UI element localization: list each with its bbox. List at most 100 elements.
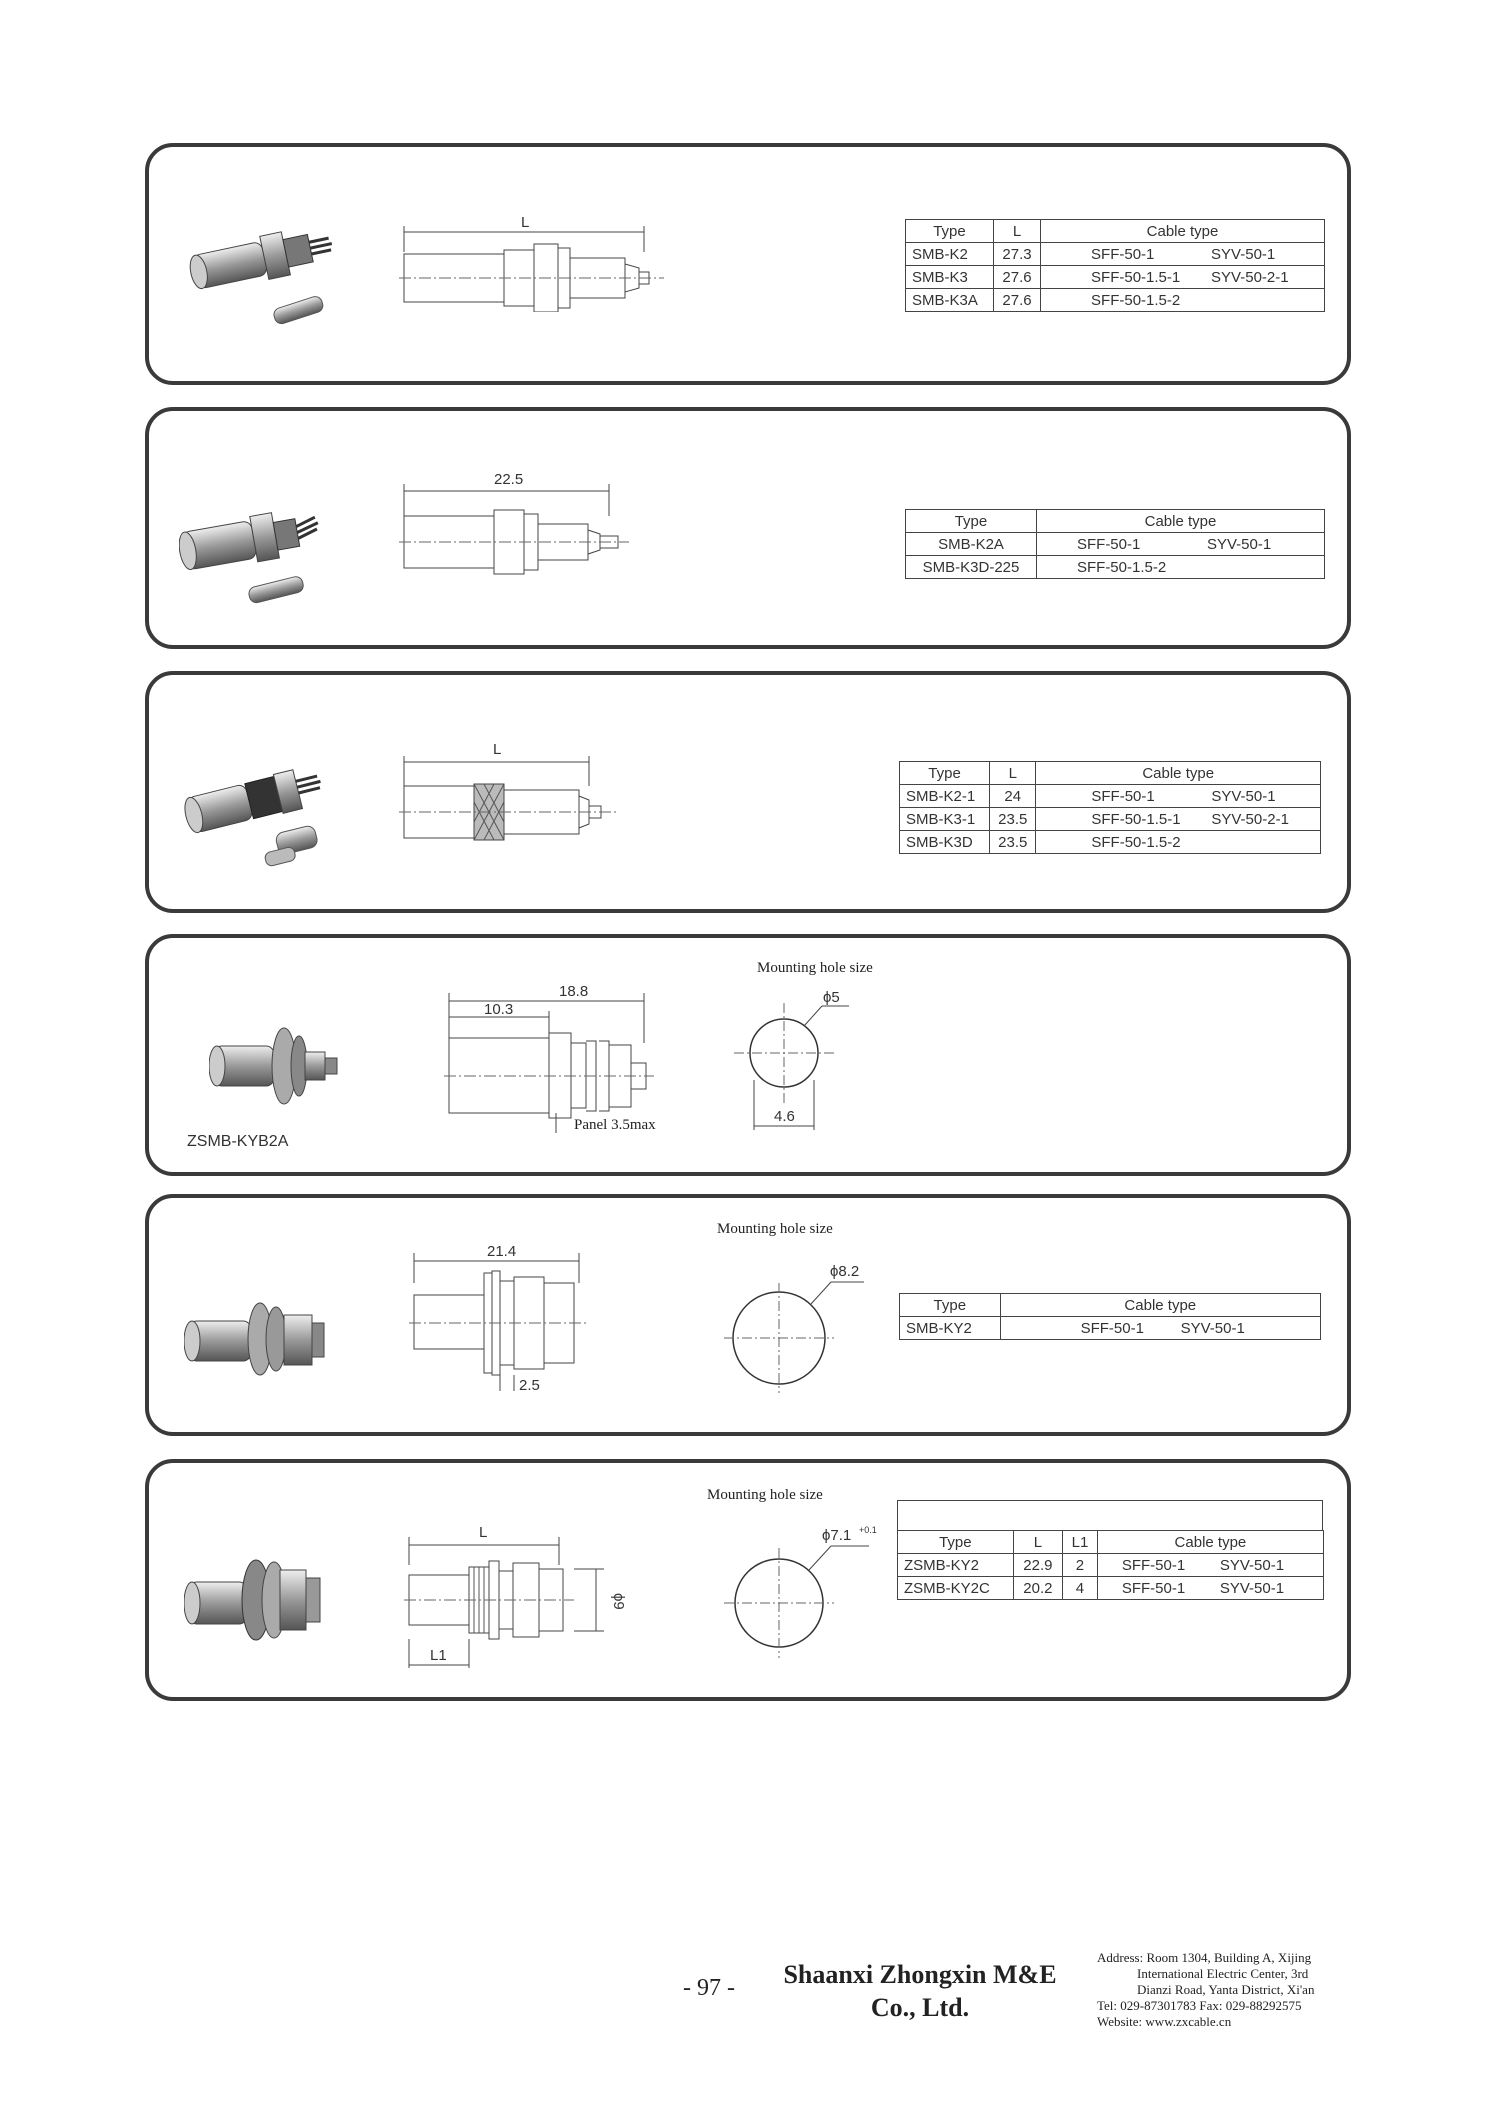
contact-block: Address: Room 1304, Building A, Xijing I…: [1097, 1950, 1314, 2030]
cell-type: ZSMB-KY2: [897, 1553, 1014, 1577]
phone-fax: Tel: 029-87301783 Fax: 029-88292575: [1097, 1998, 1302, 2013]
mounting-hole-drawing: ϕ8.2: [719, 1258, 869, 1408]
cable-a: SFF-50-1: [1121, 1556, 1186, 1574]
cable-a: SFF-50-1: [1080, 1319, 1144, 1337]
cell-type: SMB-K3-1: [898, 807, 991, 831]
dimension-small: 2.5: [519, 1377, 540, 1393]
cable-b: SYV-50-1: [1180, 1319, 1245, 1337]
header-type: Type: [897, 1530, 1014, 1554]
website: Website: www.zxcable.cn: [1097, 2014, 1232, 2029]
connector-drawing: L: [399, 212, 689, 312]
header-cable: Cable type: [999, 1293, 1322, 1317]
cell-cable: SFF-50-1.5-2: [1040, 288, 1325, 312]
cell-l: 20.2: [1012, 1576, 1064, 1600]
spec-table: Type Cable type SMB-K2A SFF-50-1 SYV-50-1…: [905, 509, 1326, 579]
cable-b: SYV-50-1: [1206, 535, 1272, 553]
page-number: - 97 -: [683, 1975, 735, 2001]
table-row: SMB-K3-1 23.5 SFF-50-1.5-1 SYV-50-2-1: [898, 807, 1321, 831]
header-l: L: [989, 761, 1037, 785]
cell-l: 24: [989, 784, 1037, 808]
cell-l: 23.5: [989, 830, 1037, 854]
connector-photo: [184, 1548, 334, 1658]
company-line-2: Co., Ltd.: [870, 1993, 970, 2022]
hole-diameter: ϕ8.2: [830, 1263, 859, 1280]
connector-photo: [189, 217, 339, 327]
company-line-1: Shaanxi Zhongxin M&E: [783, 1960, 1057, 1989]
cell-cable: SFF-50-1.5-2: [1035, 555, 1326, 579]
product-panel-3: L Type L Cable type SMB-K2-1 24 SFF-50-1…: [145, 671, 1351, 913]
cable-a: SFF-50-1: [1091, 787, 1155, 805]
cell-type: SMB-K2: [905, 242, 994, 266]
table-row: SMB-K3D 23.5 SFF-50-1.5-2: [898, 830, 1321, 854]
connector-drawing: 21.4 2.5: [409, 1243, 639, 1393]
cell-l: 27.6: [992, 265, 1042, 289]
dimension-height: ϕ9: [610, 1593, 627, 1610]
dimension-label: 22.5: [494, 471, 523, 488]
connector-photo: [209, 1018, 349, 1118]
connector-drawing: 22.5: [399, 466, 689, 576]
header-cable: Cable type: [1035, 761, 1321, 785]
header-cable: Cable type: [1040, 219, 1325, 243]
product-panel-4: Mounting hole size ZSMB-KYB2A 18.8 10.3: [145, 934, 1351, 1176]
connector-photo: [184, 1293, 334, 1393]
cell-type: SMB-K2A: [905, 532, 1037, 556]
connector-photo: [184, 760, 344, 870]
connector-photo: [179, 501, 329, 611]
cable-a: SFF-50-1: [1076, 535, 1141, 553]
cell-type: SMB-K3D-225: [905, 555, 1037, 579]
mounting-hole-label: Mounting hole size: [717, 1221, 833, 1237]
cable-a: SFF-50-1.5-1: [1091, 810, 1181, 828]
cell-l: 27.3: [992, 242, 1042, 266]
address-line-2: International Electric Center, 3rd: [1137, 1966, 1309, 1981]
header-type: Type: [899, 1293, 1001, 1317]
connector-drawing: L ϕ9 L1: [404, 1523, 634, 1673]
header-cable: Cable type: [1035, 509, 1326, 533]
header-l: L: [992, 219, 1042, 243]
header-l: L: [1012, 1530, 1064, 1554]
panel-thickness-note: Panel 3.5max: [574, 1117, 656, 1133]
table-row: SMB-K3D-225 SFF-50-1.5-2: [905, 555, 1326, 579]
dimension-total: 18.8: [559, 983, 588, 1000]
mounting-hole-drawing: ϕ5 4.6: [724, 988, 874, 1148]
hole-tolerance: +0.1: [859, 1525, 877, 1535]
cell-cable: SFF-50-1 SYV-50-1: [1096, 1576, 1325, 1600]
cable-a: SFF-50-1.5-2: [1091, 291, 1181, 309]
product-panel-5: Mounting hole size 21.4 2.5: [145, 1194, 1351, 1436]
cell-cable: SFF-50-1 SYV-50-1: [1035, 532, 1326, 556]
address-line-3: Dianzi Road, Yanta District, Xi'an: [1137, 1982, 1315, 1997]
cell-l1: 2: [1062, 1553, 1098, 1577]
hole-diameter: ϕ5: [823, 989, 840, 1006]
cell-cable: SFF-50-1.5-1 SYV-50-2-1: [1035, 807, 1321, 831]
header-type: Type: [898, 761, 991, 785]
header-type: Type: [905, 219, 994, 243]
cell-type: SMB-K3: [905, 265, 994, 289]
cable-a: SFF-50-1: [1121, 1579, 1186, 1597]
dimension-body: 10.3: [484, 1001, 513, 1018]
product-panel-1: L Type L Cable type SMB-K2 27.3 SFF-50-1…: [145, 143, 1351, 385]
cell-l: 27.6: [992, 288, 1042, 312]
table-row: SMB-K2A SFF-50-1 SYV-50-1: [905, 532, 1326, 556]
cell-l: 22.9: [1012, 1553, 1064, 1577]
spec-table: Type L L1 Cable type ZSMB-KY2 22.9 2 SFF…: [897, 1530, 1325, 1600]
cable-b: SYV-50-2-1: [1211, 810, 1289, 828]
cable-b: SYV-50-1: [1219, 1579, 1285, 1597]
connector-drawing: 18.8 10.3: [444, 983, 674, 1133]
header-type: Type: [905, 509, 1037, 533]
mounting-hole-drawing: ϕ7.1 +0.1: [719, 1518, 879, 1678]
cable-a: SFF-50-1.5-2: [1076, 558, 1167, 576]
mounting-hole-label: Mounting hole size: [707, 1487, 823, 1503]
cell-cable: SFF-50-1.5-2: [1035, 830, 1321, 854]
connector-drawing: L: [399, 740, 689, 850]
cell-l: 23.5: [989, 807, 1037, 831]
